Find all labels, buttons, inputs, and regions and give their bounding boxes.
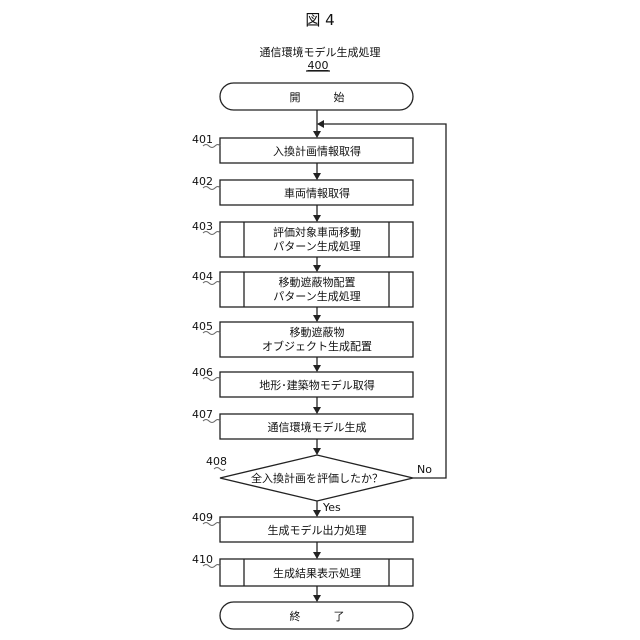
svg-text:車両情報取得: 車両情報取得: [284, 186, 350, 200]
step-402: 車両情報取得 402: [192, 175, 413, 205]
step-407: 通信環境モデル生成 407: [192, 408, 413, 439]
svg-text:パターン生成処理: パターン生成処理: [273, 239, 360, 253]
process-ref: 400: [308, 59, 329, 72]
step-number: 407: [192, 408, 213, 421]
step-number: 410: [192, 553, 213, 566]
step-403: 評価対象車両移動 パターン生成処理 403: [192, 220, 413, 257]
figure-label: 図 4: [305, 11, 334, 29]
decision-yes-label: Yes: [322, 501, 341, 514]
step-number: 403: [192, 220, 213, 233]
step-number: 401: [192, 133, 213, 146]
svg-text:パターン生成処理: パターン生成処理: [273, 289, 360, 303]
svg-text:生成結果表示処理: 生成結果表示処理: [273, 566, 361, 580]
decision-408: 全入換計画を評価したか？ 408 No Yes: [206, 455, 432, 514]
svg-text:移動遮蔽物配置: 移動遮蔽物配置: [279, 275, 356, 289]
step-number: 402: [192, 175, 213, 188]
process-title: 通信環境モデル生成処理: [260, 45, 381, 59]
svg-text:全入換計画を評価したか？: 全入換計画を評価したか？: [251, 471, 383, 485]
svg-text:評価対象車両移動: 評価対象車両移動: [273, 225, 361, 239]
step-405: 移動遮蔽物 オブジェクト生成配置 405: [192, 320, 413, 357]
svg-text:生成モデル出力処理: 生成モデル出力処理: [268, 523, 367, 537]
step-410: 生成結果表示処理 410: [192, 553, 413, 586]
step-401: 入換計画情報取得 401: [192, 133, 413, 163]
step-404: 移動遮蔽物配置 パターン生成処理 404: [192, 270, 413, 307]
decision-no-label: No: [417, 463, 432, 476]
start-label: 開 始: [290, 90, 345, 104]
svg-text:オブジェクト生成配置: オブジェクト生成配置: [262, 339, 372, 353]
step-number: 408: [206, 455, 227, 468]
step-409: 生成モデル出力処理 409: [192, 511, 413, 542]
step-406: 地形･建築物モデル取得 406: [192, 366, 413, 397]
step-number: 406: [192, 366, 213, 379]
svg-text:地形･建築物モデル取得: 地形･建築物モデル取得: [259, 378, 375, 392]
step-number: 404: [192, 270, 213, 283]
svg-text:移動遮蔽物: 移動遮蔽物: [290, 325, 345, 339]
step-number: 405: [192, 320, 213, 333]
step-number: 409: [192, 511, 213, 524]
end-label: 終 了: [290, 609, 345, 623]
svg-text:通信環境モデル生成: 通信環境モデル生成: [268, 420, 367, 434]
svg-text:入換計画情報取得: 入換計画情報取得: [273, 144, 361, 158]
